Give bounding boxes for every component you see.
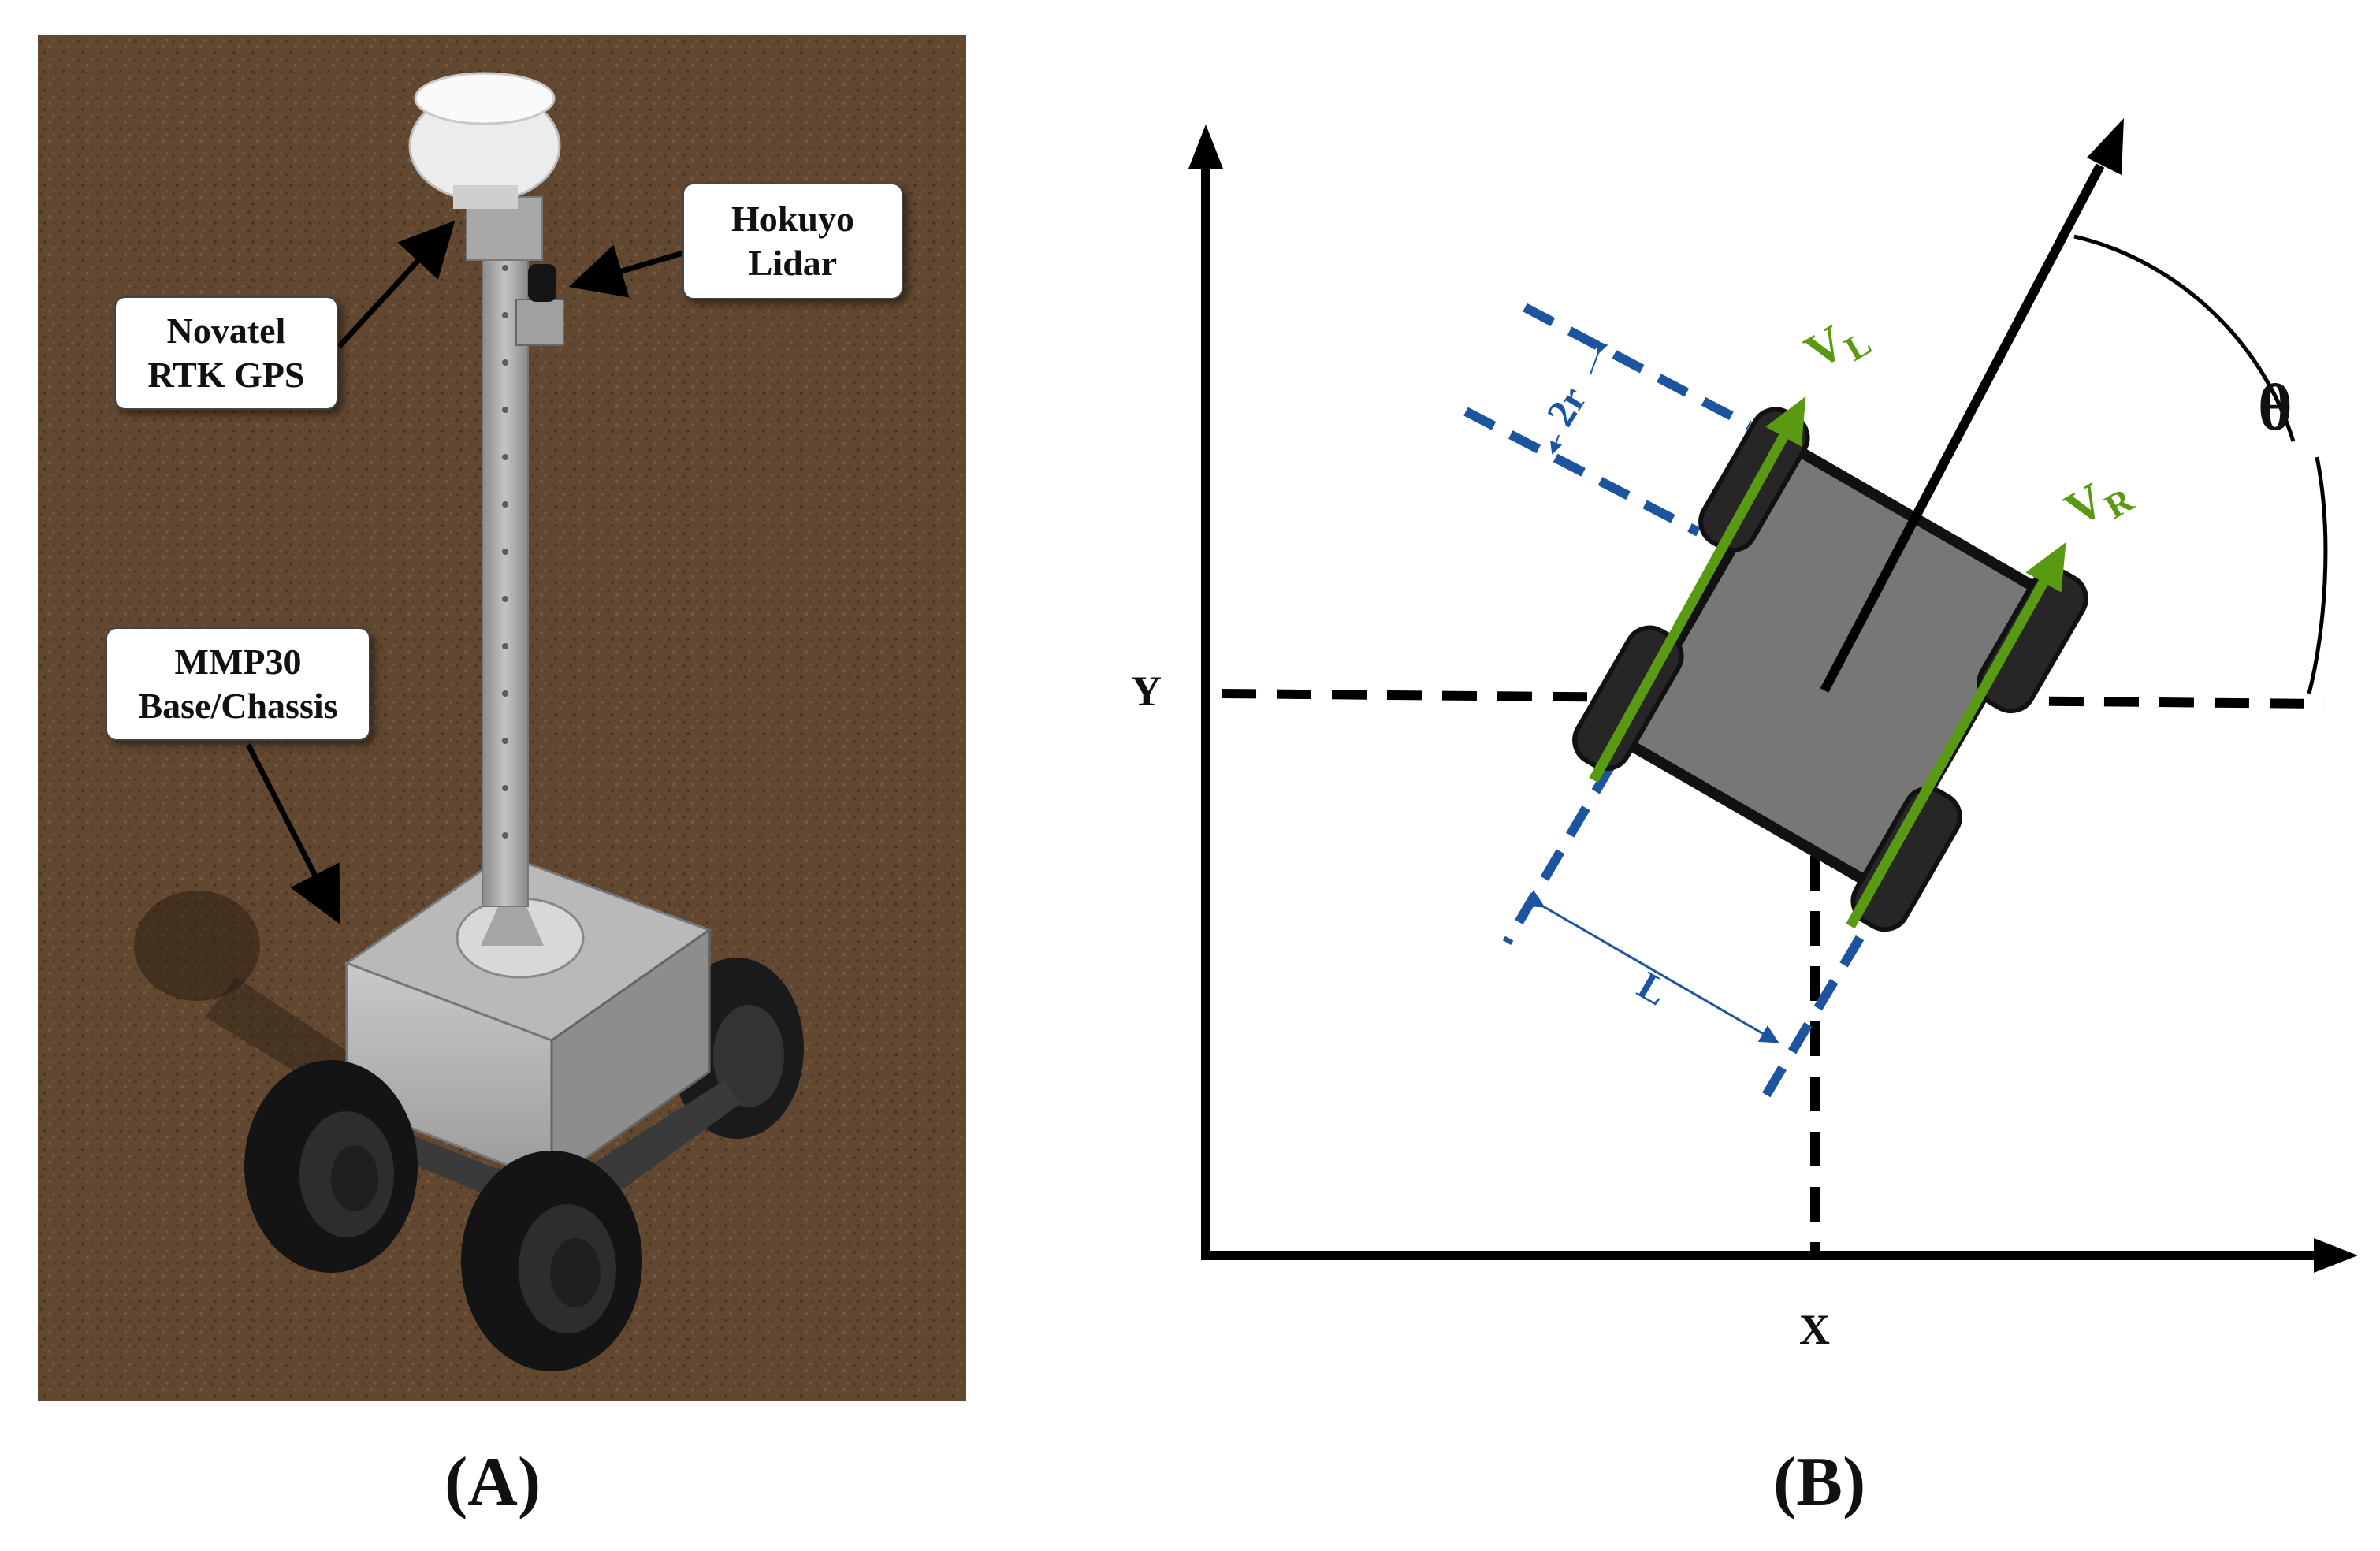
panel-b-diagram: Y X θ 2r L VL VR xyxy=(1131,118,2358,1353)
theta-label: θ xyxy=(2258,371,2293,444)
callout-gps-line1: Novatel xyxy=(166,311,286,351)
base-leader-arrow xyxy=(245,743,340,924)
callout-lidar-line2: Lidar xyxy=(748,243,838,283)
velocity-right-vector xyxy=(1846,541,2066,929)
lidar-sensor xyxy=(515,264,564,346)
panel-b-label: (B) xyxy=(1773,1444,1866,1520)
callout-lidar: Hokuyo Lidar xyxy=(682,183,903,299)
robot-base-chassis xyxy=(344,854,741,1229)
front-wheel-right xyxy=(461,1151,642,1371)
callout-gps: Novatel RTK GPS xyxy=(114,296,338,410)
svg-text:VR: VR xyxy=(2057,460,2140,544)
sensor-mast xyxy=(466,196,543,907)
axis-label-y: Y xyxy=(1131,668,1162,715)
callout-gps-line2: RTK GPS xyxy=(147,355,305,395)
callout-base: MMP30 Base/Chassis xyxy=(106,627,370,741)
wheel-diameter-dash-bottom xyxy=(1463,407,1701,537)
velocity-right-label: VR xyxy=(2057,460,2140,544)
track-width-label: L xyxy=(1631,963,1675,1014)
gps-leader-arrow xyxy=(337,220,456,349)
velocity-left-vector xyxy=(1589,396,1806,783)
y-axis-arrowhead xyxy=(1188,125,1223,169)
x-axis-arrowhead xyxy=(2314,1238,2358,1273)
front-wheel-left xyxy=(244,1060,418,1273)
callout-base-line1: MMP30 xyxy=(174,642,302,682)
gps-antenna xyxy=(408,72,561,209)
axis-label-x: X xyxy=(1799,1306,1830,1353)
lidar-leader-arrow xyxy=(568,244,686,298)
robot-shadow xyxy=(134,891,260,1001)
track-dash-right xyxy=(1757,935,1865,1107)
velocity-left-label: VL xyxy=(1797,303,1878,386)
theta-arc xyxy=(2073,234,2328,694)
heading-arrowhead xyxy=(2087,118,2124,175)
wheel-diameter-dash-top xyxy=(1523,303,1752,430)
wheel-rear-right xyxy=(1850,786,1962,932)
callout-lidar-line1: Hokuyo xyxy=(731,199,854,239)
callout-base-line2: Base/Chassis xyxy=(138,686,338,726)
svg-text:VL: VL xyxy=(1797,303,1878,386)
heading-arrow xyxy=(1820,163,2105,693)
wheel-diameter-label: 2r xyxy=(1538,378,1595,433)
panel-a-label: (A) xyxy=(444,1444,541,1520)
track-dimension-line xyxy=(1523,890,1779,1043)
wheel-front-right xyxy=(1977,567,2088,714)
